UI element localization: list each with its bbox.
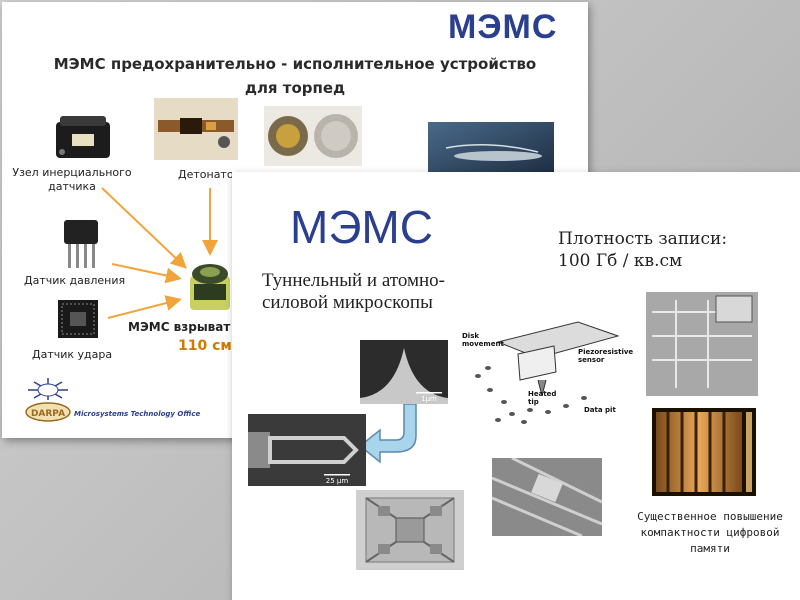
detonator-image <box>154 98 238 160</box>
cantilever-sem-image: 25 µm <box>248 414 366 486</box>
mechanism-image <box>264 106 362 166</box>
mems-chip-image <box>356 490 464 570</box>
torpedo-image <box>428 122 554 178</box>
darpa-logo-icon: DARPA <box>25 378 71 422</box>
mems-fuze-label: МЭМС взрыват <box>128 320 231 334</box>
bottom-note-line2: компактности цифровой <box>640 526 780 539</box>
mems-fuze-volume: 110 см³ <box>178 338 238 354</box>
scale-1um: 1µm <box>421 395 437 403</box>
detonator-label: Детонато <box>178 168 234 181</box>
label-disk-movement: Disk movement <box>462 332 504 348</box>
inertial-sensor-image <box>56 116 110 158</box>
slide1-title: МЭМС <box>448 8 558 46</box>
data-track-sem-image <box>652 408 756 496</box>
slide1-subtitle: МЭМС предохранительно - исполнительное у… <box>53 55 537 97</box>
curved-arrow-icon <box>358 404 417 464</box>
slide-mems-storage: МЭМС Туннельный и атомно- силовой микрос… <box>232 172 800 600</box>
stm-caption-line1: Туннельный и атомно- <box>262 270 445 291</box>
logo-caption: Microsystems Technology Office <box>74 410 201 418</box>
inertial-sensor-label: Узел инерциального датчика <box>12 166 132 193</box>
afm-tip-sem-image: 1µm <box>360 340 448 404</box>
thermomechanical-storage-diagram <box>475 321 620 424</box>
pressure-sensor-label: Датчик давления <box>24 274 126 287</box>
pressure-sensor-image <box>64 220 98 268</box>
density-line2: 100 Гб / кв.см <box>558 251 683 271</box>
probe-array-sem-image <box>646 292 758 396</box>
mems-fuze-image <box>190 264 230 310</box>
tip-array-sem-image <box>491 456 603 538</box>
label-piezoresistive-sensor: Piezoresistive sensor <box>578 348 634 364</box>
label-heated-tip: Heated tip <box>528 390 557 406</box>
shock-sensor-label: Датчик удара <box>32 348 113 361</box>
slide2-title: МЭМС <box>290 201 433 253</box>
shock-sensor-image <box>58 300 98 338</box>
flow-arrows <box>101 187 218 319</box>
bottom-note-line1: Существенное повышение <box>637 510 783 523</box>
darpa-badge-text: DARPA <box>31 409 65 419</box>
stm-caption-line2: силовой микроскопы <box>262 292 433 313</box>
bottom-note-line3: памяти <box>690 542 730 555</box>
density-line1: Плотность записи: <box>558 229 728 249</box>
label-data-pit: Data pit <box>584 406 616 414</box>
scale-25um: 25 µm <box>326 477 349 485</box>
